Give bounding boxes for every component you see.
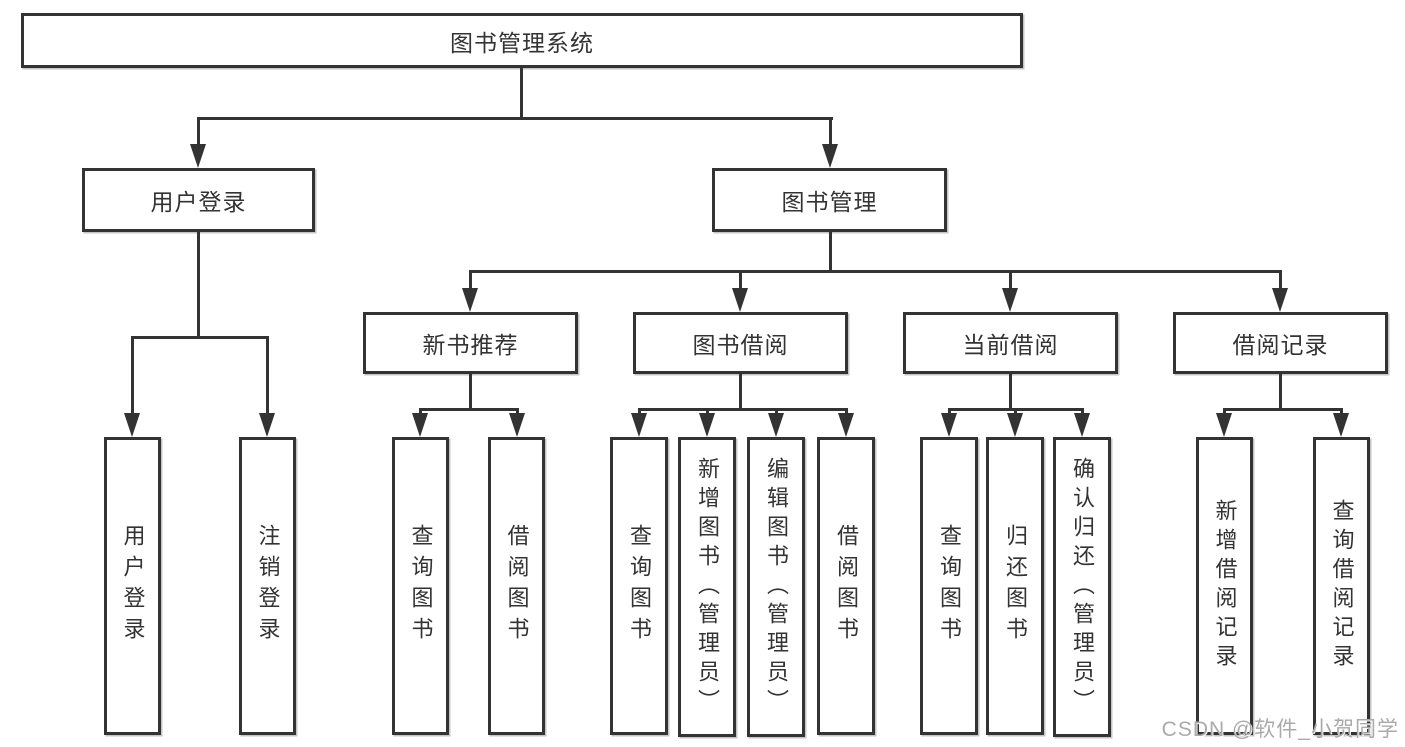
connector-root-stem xyxy=(520,68,523,118)
csdn-watermark: CSDN @软件_小贺同学 xyxy=(1161,718,1399,741)
arrowhead-add-borrow-record xyxy=(1216,413,1232,437)
node-label: 查询图书 xyxy=(937,524,962,648)
node-label: 新书推荐 xyxy=(422,332,519,358)
arrowhead-login xyxy=(124,413,140,437)
node-add-book-admin: 新增图书（管理员） xyxy=(678,437,736,737)
connector-new-book-stem xyxy=(469,374,472,411)
node-query-books-1: 查询图书 xyxy=(392,437,449,735)
arrowhead-borrow-books-2 xyxy=(838,413,854,437)
node-borrow-books-2: 借阅图书 xyxy=(817,437,875,735)
node-label: 用户登录 xyxy=(150,189,247,215)
connector-stub-logout xyxy=(266,336,269,415)
connector-book-management-stem xyxy=(829,232,832,270)
node-query-borrow-record: 查询借阅记录 xyxy=(1313,437,1370,735)
connector-book-borrow-split xyxy=(638,408,848,411)
connector-root-split xyxy=(197,117,833,120)
arrowhead-logout xyxy=(259,413,275,437)
node-query-books-2: 查询图书 xyxy=(610,437,668,735)
node-label: 借阅记录 xyxy=(1232,332,1329,358)
node-label: 查询图书 xyxy=(627,524,652,648)
node-book-borrowing: 图书借阅 xyxy=(633,312,848,374)
connector-stub-new-book xyxy=(469,270,472,290)
arrowhead-current-borrow xyxy=(1002,288,1018,312)
connector-stub xyxy=(1081,408,1084,416)
connector-stub-book-management xyxy=(829,117,832,147)
arrowhead-query-borrow-record xyxy=(1333,413,1349,437)
node-label: 查询借阅记录 xyxy=(1329,499,1355,673)
connector-book-borrow-stem xyxy=(739,374,742,411)
arrowhead-new-book xyxy=(462,288,478,312)
node-query-books-3: 查询图书 xyxy=(920,437,978,735)
connector-book-management-split xyxy=(469,270,1282,273)
connector-stub xyxy=(419,408,422,416)
connector-stub xyxy=(516,408,519,416)
connector-stub xyxy=(775,408,778,416)
arrowhead-add-book xyxy=(699,413,715,437)
node-label: 图书管理 xyxy=(781,189,878,215)
node-label: 当前借阅 xyxy=(962,332,1059,358)
connector-stub xyxy=(948,408,951,416)
connector-stub-book-borrow xyxy=(739,270,742,290)
connector-stub xyxy=(845,408,848,416)
node-login: 用户登录 xyxy=(104,437,161,735)
node-label: 注销登录 xyxy=(255,524,281,648)
arrowhead-confirm-return xyxy=(1074,413,1090,437)
node-label: 查询图书 xyxy=(408,524,434,648)
node-label: 图书管理系统 xyxy=(450,29,594,56)
connector-stub-login xyxy=(131,336,134,415)
node-confirm-return-admin: 确认归还（管理员） xyxy=(1053,437,1111,737)
node-logout: 注销登录 xyxy=(239,437,296,735)
connector-stub xyxy=(1340,408,1343,416)
node-book-management: 图书管理 xyxy=(712,168,947,232)
connector-stub xyxy=(1223,408,1226,416)
node-root: 图书管理系统 xyxy=(21,13,1023,68)
node-label: 借阅图书 xyxy=(834,524,859,648)
arrowhead-borrow-records xyxy=(1272,288,1288,312)
node-user-login: 用户登录 xyxy=(82,168,315,232)
arrowhead-borrow-books-1 xyxy=(509,413,525,437)
node-current-borrowing: 当前借阅 xyxy=(903,312,1118,374)
connector-stub-user-login xyxy=(197,117,200,147)
connector-stub xyxy=(638,408,641,416)
connector-current-borrow-stem xyxy=(1009,374,1012,411)
arrowhead-book-management xyxy=(822,144,838,168)
node-label: 确认归还（管理员） xyxy=(1070,456,1095,718)
node-label: 新增图书（管理员） xyxy=(695,456,720,718)
connector-stub xyxy=(1014,408,1017,416)
arrowhead-book-borrow xyxy=(732,288,748,312)
arrowhead-query-books-2 xyxy=(631,413,647,437)
node-label: 编辑图书（管理员） xyxy=(764,456,789,718)
node-label: 归还图书 xyxy=(1003,524,1028,648)
connector-new-book-split xyxy=(419,408,519,411)
node-new-book-recommendation: 新书推荐 xyxy=(363,312,578,374)
connector-user-login-split xyxy=(131,336,269,339)
connector-user-login-stem xyxy=(197,232,200,336)
arrowhead-query-books-3 xyxy=(941,413,957,437)
node-label: 借阅图书 xyxy=(504,524,530,648)
arrowhead-return-books xyxy=(1007,413,1023,437)
node-add-borrow-record: 新增借阅记录 xyxy=(1196,437,1253,735)
node-borrowing-records: 借阅记录 xyxy=(1173,312,1388,374)
node-label: 新增借阅记录 xyxy=(1212,499,1238,673)
node-edit-book-admin: 编辑图书（管理员） xyxy=(747,437,805,737)
connector-borrow-records-stem xyxy=(1279,374,1282,411)
node-borrow-books-1: 借阅图书 xyxy=(488,437,545,735)
arrowhead-user-login xyxy=(190,144,206,168)
connector-stub-current-borrow xyxy=(1009,270,1012,290)
arrowhead-query-books-1 xyxy=(412,413,428,437)
node-label: 用户登录 xyxy=(120,524,146,648)
arrowhead-edit-book xyxy=(768,413,784,437)
connector-borrow-records-split xyxy=(1223,408,1343,411)
connector-stub-borrow-records xyxy=(1279,270,1282,290)
node-label: 图书借阅 xyxy=(692,332,789,358)
connector-stub xyxy=(706,408,709,416)
node-return-books: 归还图书 xyxy=(986,437,1044,735)
